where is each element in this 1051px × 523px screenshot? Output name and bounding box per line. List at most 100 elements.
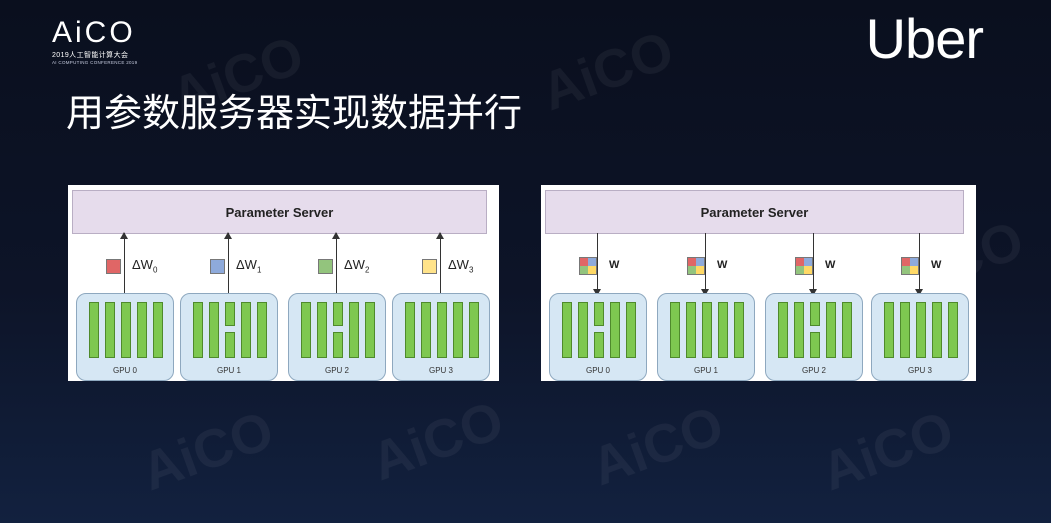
weights-label: W	[931, 259, 942, 271]
conference-logo: AiCO 2019人工智能计算大会 AI COMPUTING CONFERENC…	[52, 16, 152, 66]
layer-bar	[594, 302, 604, 326]
down-arrow-icon	[915, 233, 923, 296]
gpu-label: GPU 3	[907, 366, 932, 375]
gpu-column: W GPU 0	[549, 233, 647, 381]
up-arrow-icon	[120, 232, 128, 295]
layer-bar	[884, 302, 894, 358]
gpu-box: GPU 0	[549, 293, 647, 381]
layer-bar	[349, 302, 359, 358]
layer-bar	[257, 302, 267, 358]
layer-bar	[153, 302, 163, 358]
layer-bar	[301, 302, 311, 358]
layer-bar	[333, 302, 343, 326]
down-arrow-icon	[701, 233, 709, 296]
up-arrow-icon	[436, 232, 444, 295]
gpu-column: W GPU 2	[765, 233, 863, 381]
gpu-column: ΔW3 GPU 3	[392, 232, 490, 381]
gpu-column: W GPU 1	[657, 233, 755, 381]
layer-bar	[826, 302, 836, 358]
layer-bar	[405, 302, 415, 358]
gpu-label: GPU 2	[801, 366, 826, 375]
layer-bar	[626, 302, 636, 358]
parameter-server-box: Parameter Server	[545, 190, 964, 234]
up-arrow-icon	[224, 232, 232, 295]
parameter-server-box: Parameter Server	[72, 190, 487, 234]
watermark-logo: AiCO	[813, 399, 962, 503]
layer-bar	[121, 302, 131, 358]
layer-bar	[670, 302, 680, 358]
layer-bar	[365, 302, 375, 358]
gpu-box: GPU 1	[657, 293, 755, 381]
layer-bar	[794, 302, 804, 358]
layer-bar	[333, 332, 343, 358]
gpu-label: GPU 1	[216, 366, 241, 375]
layer-bar	[916, 302, 926, 358]
weights-label: W	[609, 259, 620, 271]
weights-grid-icon	[795, 257, 813, 275]
layer-bar	[900, 302, 910, 358]
logo-mark: AiCO	[52, 16, 136, 49]
gpu-box: GPU 1	[180, 293, 278, 381]
down-arrow-icon	[593, 233, 601, 296]
layer-bar	[686, 302, 696, 358]
layer-bar	[421, 302, 431, 358]
layer-bar	[89, 302, 99, 358]
down-arrow-icon	[809, 233, 817, 296]
watermark-logo: AiCO	[533, 19, 682, 123]
gradient-square	[422, 259, 437, 274]
layer-bar	[437, 302, 447, 358]
gpu-label: GPU 2	[324, 366, 349, 375]
gradient-square	[318, 259, 333, 274]
layer-bar	[718, 302, 728, 358]
layer-bar	[932, 302, 942, 358]
weights-grid-icon	[687, 257, 705, 275]
layer-bar	[193, 302, 203, 358]
layer-bar	[842, 302, 852, 358]
gradient-label: ΔW0	[132, 257, 158, 275]
uber-logo: Uber	[865, 7, 984, 70]
slide-title: 用参数服务器实现数据并行	[66, 91, 523, 135]
gpu-column: ΔW0 GPU 0	[76, 232, 174, 381]
layer-bar	[317, 302, 327, 358]
layer-bar	[702, 302, 712, 358]
layer-bar	[578, 302, 588, 358]
gpu-box: GPU 2	[288, 293, 386, 381]
gpu-label: GPU 0	[112, 366, 137, 375]
gradient-square	[106, 259, 121, 274]
layer-bar	[734, 302, 744, 358]
gradient-square	[210, 259, 225, 274]
gpu-box: GPU 0	[76, 293, 174, 381]
layer-bar	[105, 302, 115, 358]
layer-bar	[225, 332, 235, 358]
weights-label: W	[717, 259, 728, 271]
gpu-label: GPU 0	[585, 366, 610, 375]
watermark-logo: AiCO	[133, 399, 282, 503]
layer-bar	[209, 302, 219, 358]
up-arrow-icon	[332, 232, 340, 295]
diagram-gradient-push: Parameter Server ΔW0 GPU 0 ΔW1 GPU 1	[68, 185, 499, 381]
gpu-label: GPU 1	[693, 366, 718, 375]
weights-grid-icon	[579, 257, 597, 275]
layer-bar	[948, 302, 958, 358]
layer-bar	[453, 302, 463, 358]
logo-subtitle-en: AI COMPUTING CONFERENCE 2019	[52, 60, 138, 65]
gpu-label: GPU 3	[428, 366, 453, 375]
layer-bar	[137, 302, 147, 358]
weights-label: W	[825, 259, 836, 271]
gradient-label: ΔW2	[344, 257, 370, 275]
layer-bar	[241, 302, 251, 358]
gpu-box: GPU 2	[765, 293, 863, 381]
gpu-column: ΔW1 GPU 1	[180, 232, 278, 381]
gradient-label: ΔW1	[236, 257, 262, 275]
weights-grid-icon	[901, 257, 919, 275]
watermark-logo: AiCO	[363, 389, 512, 493]
layer-bar	[778, 302, 788, 358]
layer-bar	[610, 302, 620, 358]
gpu-column: W GPU 3	[871, 233, 969, 381]
layer-bar	[469, 302, 479, 358]
layer-bar	[225, 302, 235, 326]
layer-bar	[810, 302, 820, 326]
watermark-logo: AiCO	[583, 394, 732, 498]
layer-bar	[594, 332, 604, 358]
gpu-box: GPU 3	[871, 293, 969, 381]
